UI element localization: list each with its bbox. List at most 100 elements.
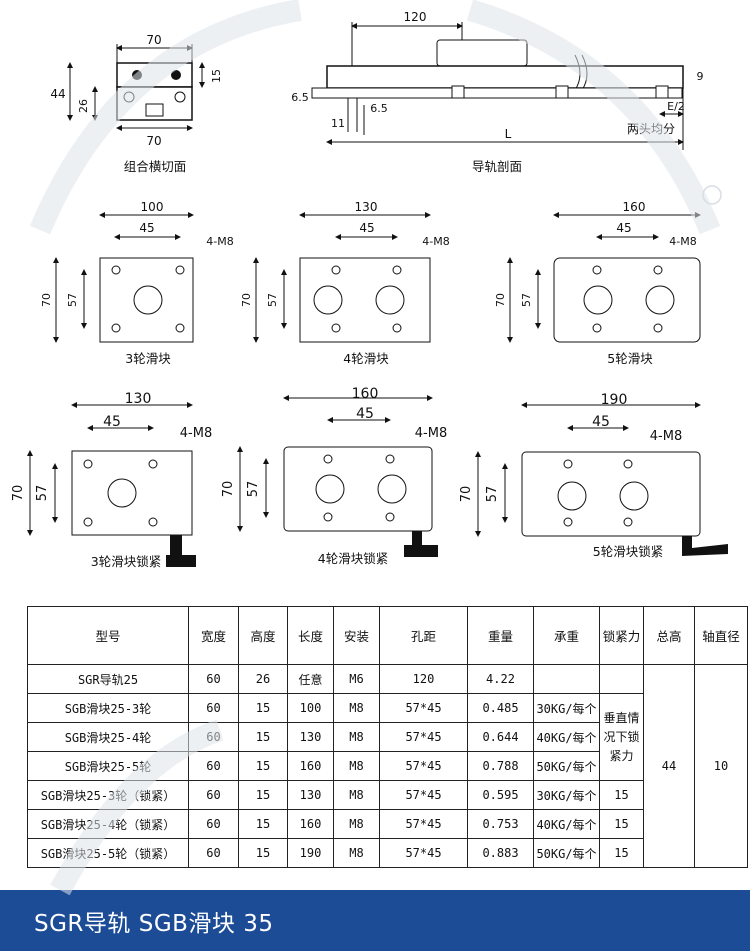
svg-text:45: 45	[616, 221, 631, 235]
svg-text:70: 70	[240, 293, 253, 307]
svg-text:57: 57	[485, 486, 500, 503]
svg-text:130: 130	[355, 200, 378, 214]
svg-text:57: 57	[66, 293, 79, 307]
cell-weight: 0.788	[467, 751, 534, 781]
cell-model: SGB滑块25-4轮（锁紧）	[27, 809, 189, 839]
svg-text:4-M8: 4-M8	[206, 235, 233, 248]
cross-dim-height-total: 44	[50, 87, 65, 101]
svg-text:70: 70	[494, 293, 507, 307]
svg-text:45: 45	[592, 414, 610, 430]
cell-weight: 4.22	[467, 664, 534, 694]
cell-load: 40KG/每个	[533, 809, 600, 839]
svg-text:3轮滑块: 3轮滑块	[125, 351, 171, 366]
cell-length: 160	[287, 751, 334, 781]
col-header: 孔距	[379, 606, 468, 665]
cell-model: SGB滑块25-5轮	[27, 751, 189, 781]
cell-load: 30KG/每个	[533, 780, 600, 810]
col-header: 型号	[27, 606, 189, 665]
cell-height: 15	[238, 838, 288, 868]
rail-dim-length-top: 120	[404, 10, 427, 24]
cell-height: 15	[238, 751, 288, 781]
svg-text:4-M8: 4-M8	[650, 429, 682, 444]
svg-text:5轮滑块锁紧: 5轮滑块锁紧	[593, 544, 663, 559]
cell-width: 60	[188, 838, 239, 868]
table-row: SGB滑块25-4轮（锁紧） 60 15 160 M8 57*45 0.753 …	[27, 809, 748, 839]
block-drawing: 190 45 4-M8 70 57 5轮滑块锁紧	[459, 392, 728, 559]
rail-dim-right: 9	[697, 70, 704, 83]
col-header: 轴直径	[694, 606, 748, 665]
col-header: 锁紧力	[599, 606, 644, 665]
svg-text:70: 70	[11, 485, 26, 502]
cell-total-height: 44	[643, 664, 695, 868]
cell-length: 130	[287, 780, 334, 810]
cell-hole-spacing: 120	[379, 664, 468, 694]
cell-width: 60	[188, 809, 239, 839]
block-drawing: 100 45 4-M8 70 57 3轮滑块	[40, 200, 234, 366]
svg-text:160: 160	[352, 386, 379, 402]
col-header: 重量	[467, 606, 534, 665]
cell-hole-spacing: 57*45	[379, 809, 468, 839]
svg-text:57: 57	[35, 485, 50, 502]
cell-load: 50KG/每个	[533, 838, 600, 868]
rail-profile-caption: 导轨剖面	[472, 159, 522, 174]
table-row: SGB滑块25-4轮 60 15 130 M8 57*45 0.644 40KG…	[27, 722, 748, 752]
cell-length: 130	[287, 722, 334, 752]
rail-note: 两头均分	[627, 122, 675, 136]
block-drawing: 160 45 4-M8 70 57 5轮滑块	[494, 200, 701, 366]
col-header: 高度	[238, 606, 288, 665]
cell-model: SGB滑块25-3轮（锁紧）	[27, 780, 189, 810]
cell-lock-force: 15	[599, 838, 644, 868]
cell-load	[533, 664, 600, 694]
col-header: 宽度	[188, 606, 239, 665]
col-header: 总高	[643, 606, 695, 665]
table-header-row: 型号 宽度 高度 长度 安装 孔距 重量 承重 锁紧力 总高 轴直径	[27, 606, 748, 665]
cross-section-drawing: 70 70 44 26 15 组合横切面	[50, 33, 223, 174]
cell-width: 60	[188, 722, 239, 752]
svg-text:57: 57	[246, 481, 261, 498]
footer-band	[0, 890, 750, 951]
rail-dim-left-offset: 6.5	[291, 91, 309, 104]
technical-drawings: 70 70 44 26 15 组合横切面 120 6.5 6.5	[11, 10, 728, 569]
cell-shaft-diameter: 10	[694, 664, 748, 868]
cell-lock-force: 15	[599, 809, 644, 839]
cell-model: SGB滑块25-3轮	[27, 693, 189, 723]
cell-mount: M8	[333, 809, 380, 839]
table-row: SGB滑块25-5轮（锁紧） 60 15 190 M8 57*45 0.883 …	[27, 838, 748, 868]
cell-model: SGB滑块25-4轮	[27, 722, 189, 752]
cell-hole-spacing: 57*45	[379, 693, 468, 723]
cell-weight: 0.644	[467, 722, 534, 752]
svg-text:4-M8: 4-M8	[180, 426, 212, 441]
svg-text:45: 45	[359, 221, 374, 235]
cell-mount: M8	[333, 751, 380, 781]
cell-model: SGB滑块25-5轮（锁紧）	[27, 838, 189, 868]
rail-dim-end: E/2	[667, 100, 685, 113]
col-header: 长度	[287, 606, 334, 665]
cell-load: 50KG/每个	[533, 751, 600, 781]
rail-dim-total-length: L	[505, 127, 512, 141]
cell-height: 15	[238, 693, 288, 723]
cell-lock-force: 15	[599, 780, 644, 810]
rail-dim-hole-dia: 6.5	[370, 102, 388, 115]
table-row: SGR导轨25 60 26 任意 M6 120 4.22 44 10	[27, 664, 748, 868]
svg-text:57: 57	[520, 293, 533, 307]
svg-text:100: 100	[141, 200, 164, 214]
cell-load: 30KG/每个	[533, 693, 600, 723]
footer-title: SGR导轨 SGB滑块 35	[34, 911, 274, 937]
svg-text:5轮滑块: 5轮滑块	[607, 351, 653, 366]
cell-length: 任意	[287, 664, 334, 694]
cross-dim-block-height: 15	[210, 69, 223, 83]
cross-dim-bottom: 70	[146, 134, 161, 148]
cell-mount: M8	[333, 838, 380, 868]
cell-hole-spacing: 57*45	[379, 751, 468, 781]
cell-lock-force	[599, 664, 644, 694]
svg-text:45: 45	[356, 406, 374, 422]
svg-text:4轮滑块: 4轮滑块	[343, 351, 389, 366]
cell-width: 60	[188, 693, 239, 723]
svg-text:70: 70	[40, 293, 53, 307]
cell-height: 15	[238, 722, 288, 752]
spec-table: 型号 宽度 高度 长度 安装 孔距 重量 承重 锁紧力 总高 轴直径 SGR导轨…	[27, 606, 748, 868]
cell-width: 60	[188, 780, 239, 810]
cell-length: 100	[287, 693, 334, 723]
svg-text:45: 45	[139, 221, 154, 235]
svg-text:4-M8: 4-M8	[422, 235, 449, 248]
